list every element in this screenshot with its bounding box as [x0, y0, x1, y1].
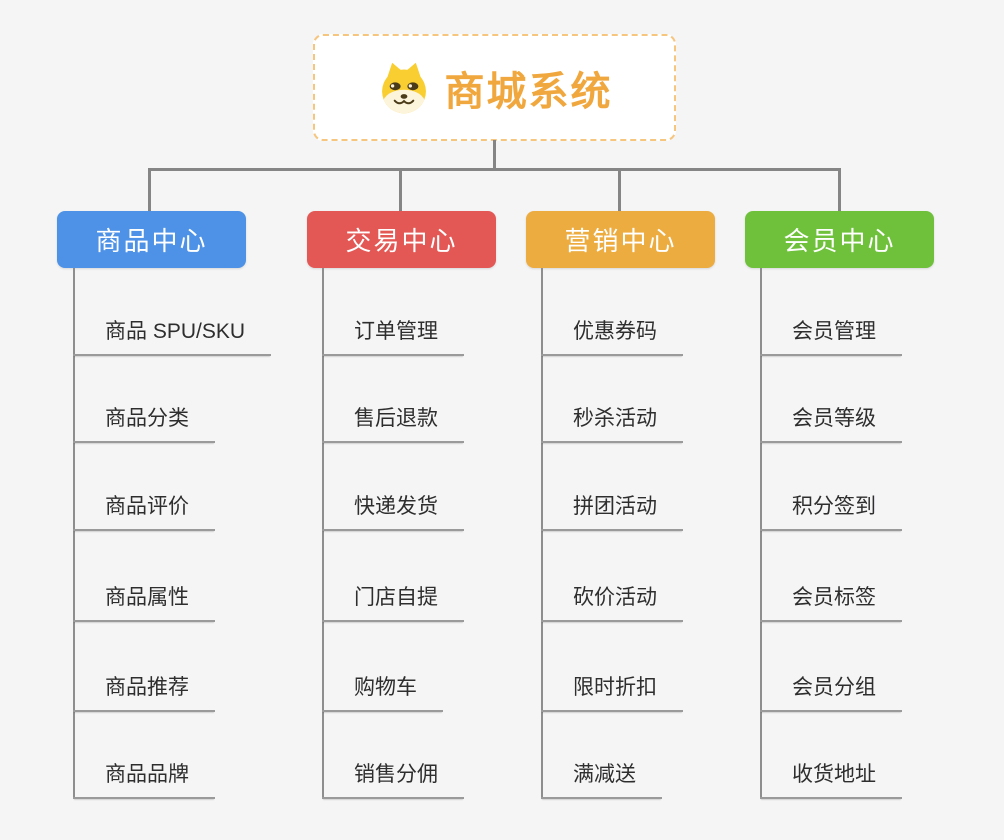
- subtopic[interactable]: 订单管理: [322, 315, 464, 356]
- branch-member-center[interactable]: 会员中心: [745, 211, 934, 268]
- subtopic[interactable]: 拼团活动: [541, 490, 683, 531]
- subtopic[interactable]: 商品品牌: [73, 758, 215, 799]
- subtree-member-center: 会员管理 会员等级 积分签到 会员标签 会员分组 收货地址: [760, 268, 902, 799]
- connector-drop-2: [399, 170, 402, 212]
- subtopic[interactable]: 会员标签: [760, 581, 902, 622]
- branch-marketing-center[interactable]: 营销中心: [526, 211, 715, 268]
- subtopic[interactable]: 积分签到: [760, 490, 902, 531]
- branch-label: 商品中心: [95, 226, 208, 256]
- subtopic[interactable]: 商品 SPU/SKU: [73, 315, 272, 356]
- subtree-product-center: 商品 SPU/SKU 商品分类 商品评价 商品属性 商品推荐 商品品牌: [73, 268, 272, 799]
- branch-label: 交易中心: [345, 226, 458, 256]
- connector-drop-4: [838, 170, 841, 212]
- subtopic[interactable]: 销售分佣: [322, 758, 464, 799]
- branch-product-center[interactable]: 商品中心: [57, 211, 246, 268]
- subtree-trade-center: 订单管理 售后退款 快递发货 门店自提 购物车 销售分佣: [322, 268, 464, 799]
- subtopic[interactable]: 收货地址: [760, 758, 902, 799]
- connector-horizontal: [148, 168, 841, 171]
- connector-drop-1: [148, 170, 151, 212]
- subtopic[interactable]: 优惠券码: [541, 315, 683, 356]
- subtopic[interactable]: 购物车: [322, 671, 443, 712]
- subtopic[interactable]: 售后退款: [322, 402, 464, 443]
- subtopic[interactable]: 满减送: [541, 758, 662, 799]
- connector-drop-3: [618, 170, 621, 212]
- connector-stem: [493, 140, 496, 169]
- subtopic[interactable]: 砍价活动: [541, 581, 683, 622]
- subtopic[interactable]: 门店自提: [322, 581, 464, 622]
- subtree-marketing-center: 优惠券码 秒杀活动 拼团活动 砍价活动 限时折扣 满减送: [541, 268, 683, 799]
- subtopic[interactable]: 商品属性: [73, 581, 215, 622]
- subtopic[interactable]: 商品推荐: [73, 671, 215, 712]
- branch-trade-center[interactable]: 交易中心: [307, 211, 496, 268]
- subtopic[interactable]: 会员管理: [760, 315, 902, 356]
- branch-label: 会员中心: [783, 226, 896, 256]
- root-title: 商城系统: [444, 69, 613, 114]
- doge-icon: [381, 62, 426, 113]
- subtopic[interactable]: 商品评价: [73, 490, 215, 531]
- subtopic[interactable]: 会员分组: [760, 671, 902, 712]
- branch-label: 营销中心: [564, 226, 677, 256]
- root-topic[interactable]: 商城系统: [313, 34, 676, 141]
- subtopic[interactable]: 快递发货: [322, 490, 464, 531]
- subtopic[interactable]: 秒杀活动: [541, 402, 683, 443]
- subtopic[interactable]: 会员等级: [760, 402, 902, 443]
- subtopic[interactable]: 商品分类: [73, 402, 215, 443]
- subtopic[interactable]: 限时折扣: [541, 671, 683, 712]
